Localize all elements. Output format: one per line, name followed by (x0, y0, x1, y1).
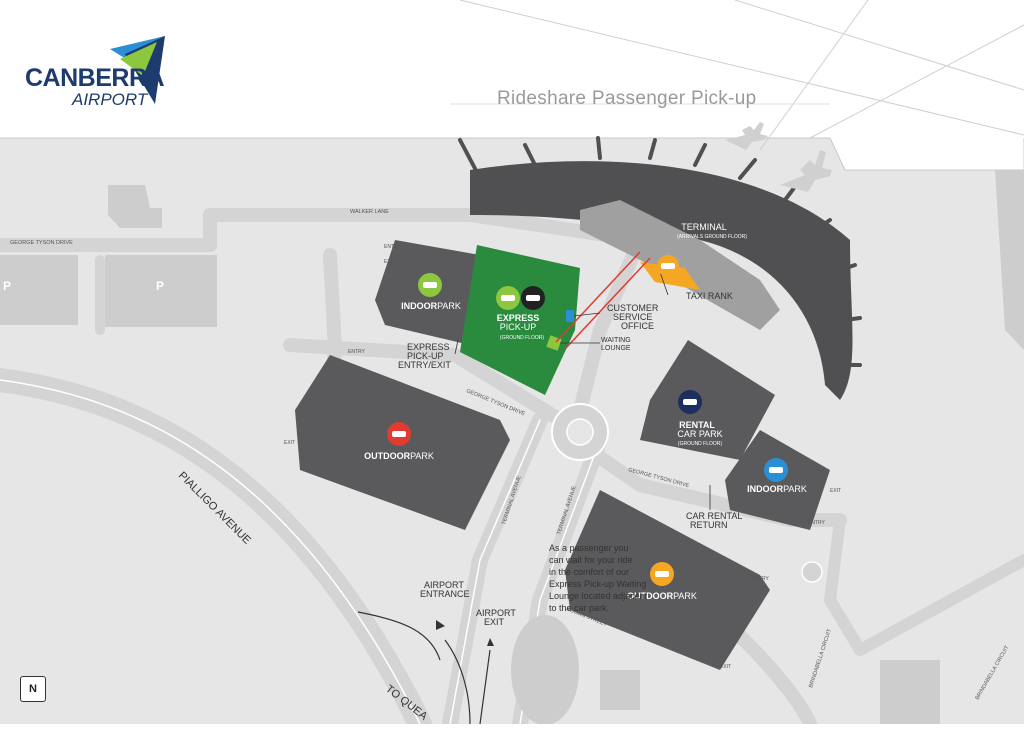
background-buildings (0, 170, 1024, 725)
car-rental-return-label-1: CAR RENTAL (686, 511, 742, 521)
rental-label-1: RENTAL (679, 420, 715, 430)
walking-route (555, 251, 641, 343)
header-line (759, 0, 869, 151)
express-pickup-label-1: EXPRESS (497, 313, 540, 323)
outdoor-park-icon (387, 422, 411, 446)
express-entry-label-1: EXPRESS (407, 342, 450, 352)
taxi-rank-label: TAXI RANK (686, 291, 733, 301)
express-sub-label: (GROUND FLOOR) (500, 335, 545, 341)
taxi-icon (657, 255, 679, 277)
parking-p-sign: P (156, 279, 164, 293)
customer-service-label-1: CUSTOMER (607, 303, 659, 313)
street-george-tyson-drive: GEORGE TYSON DRIVE (10, 240, 73, 246)
waiting-lounge-label-1: WAITING (601, 337, 631, 344)
customer-service-label-2: SERVICE (613, 312, 652, 322)
north-arrow-icon: N (20, 676, 46, 702)
roundabout-island (566, 418, 594, 446)
gate-exit: EXIT (384, 259, 395, 265)
street-walker-lane: WALKER LANE (350, 209, 389, 215)
passenger-note: As a passenger you can wait for your rid… (549, 543, 648, 613)
express-entry-label-3: ENTRY/EXIT (398, 360, 451, 370)
indoor-park-2-icon (764, 458, 788, 482)
gate-exit: EXIT (830, 488, 841, 494)
header-line (809, 24, 1024, 139)
logo-mark (110, 36, 165, 104)
gate-entry: ENTRY (384, 244, 402, 250)
terminal-building (470, 161, 853, 400)
header-line (734, 0, 1024, 91)
outdoor-park-1-label: OUTDOORPARK (364, 451, 434, 461)
terminal-sub-label: (ARRIVALS GROUND FLOOR) (677, 234, 747, 240)
gate-exit: EXIT (720, 664, 731, 670)
arrow-heads (436, 620, 494, 646)
leader-lines (454, 271, 711, 510)
rental-car-icon (678, 390, 702, 414)
customer-service-label-3: OFFICE (621, 321, 654, 331)
header-line (459, 0, 1024, 136)
terminal-arrivals (580, 200, 780, 330)
airport-entrance-label-2: ENTRANCE (420, 589, 470, 599)
header-edge (0, 137, 1024, 171)
rental-car-park (640, 340, 775, 460)
terminal-label: TERMINAL (681, 222, 727, 232)
car-rental-return-label-2: RETURN (690, 520, 728, 530)
logo-subtitle: AIRPORT (72, 90, 148, 109)
indoor-park-1-label: INDOORPARK (401, 301, 461, 311)
plane-icon (725, 122, 832, 192)
gate-entry: ENTRY (808, 520, 826, 526)
logo-wordmark: CANBERRA (25, 64, 165, 92)
express-entry-label-2: PICK-UP (407, 351, 444, 361)
waiting-lounge-label-2: LOUNGE (601, 345, 631, 352)
outdoor-park-2-icon (650, 562, 674, 586)
roundabout (801, 561, 823, 583)
express-car-icon (521, 286, 545, 310)
gate-entry: ENTRY (348, 349, 366, 355)
customer-service-office (566, 310, 574, 322)
indoor-park-icon (418, 273, 442, 297)
parking-p-sign: P (3, 279, 11, 293)
express-pickup-area[interactable] (460, 245, 580, 395)
airport-exit-label-1: AIRPORT (476, 608, 516, 618)
express-pickup-label-2: PICK-UP (500, 322, 537, 332)
page-title: Rideshare Passenger Pick-up (497, 88, 757, 109)
rental-sub-label: (GROUND FLOOR) (678, 441, 723, 447)
canberra-airport-logo: CANBERRA AIRPORT (25, 34, 175, 114)
airport-entrance-label-1: AIRPORT (424, 580, 464, 590)
walking-route (565, 257, 651, 349)
indoor-park-2-label: INDOORPARK (747, 484, 807, 494)
gate-entry: ENTRY (752, 576, 770, 582)
airport-exit-label-2: EXIT (484, 617, 505, 627)
rental-label-2: CAR PARK (677, 429, 722, 439)
traffic-arrows (357, 611, 491, 725)
express-rideshare-icon (496, 286, 520, 310)
terminal-piers (458, 136, 862, 367)
gate-exit: EXIT (284, 440, 295, 446)
outdoor-park-2-label: OUTDOORPARK (627, 591, 697, 601)
